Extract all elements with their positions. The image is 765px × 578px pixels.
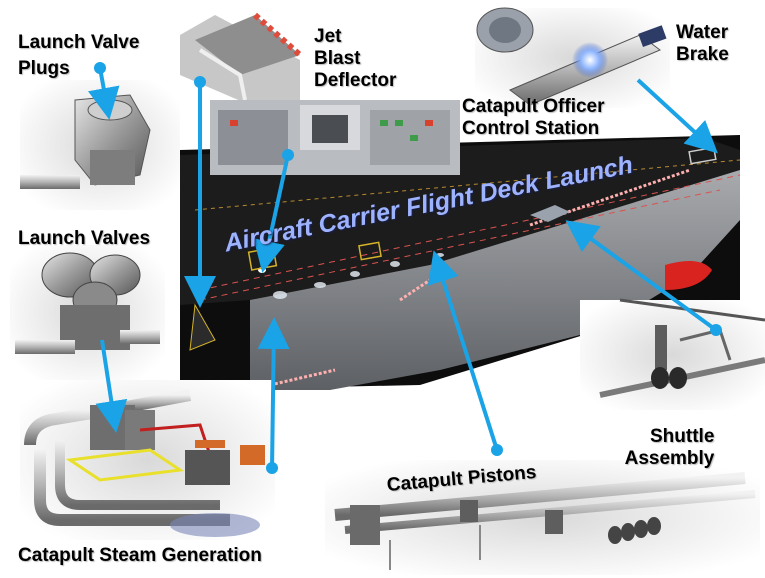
label-line: Brake bbox=[676, 44, 729, 65]
label-line: Control Station bbox=[462, 118, 600, 139]
label-catapult-officer-control-station: Catapult Officer Control Station bbox=[462, 96, 605, 140]
label-catapult-steam-generation: Catapult Steam Generation bbox=[18, 545, 262, 566]
label-line: Blast bbox=[314, 48, 361, 69]
label-line: Catapult Officer bbox=[462, 96, 605, 117]
control-station-image bbox=[210, 100, 460, 175]
jet-blast-deflector-image bbox=[180, 12, 302, 105]
ship-hull bbox=[250, 170, 740, 390]
label-line: Jet bbox=[314, 26, 342, 47]
connector-control-station bbox=[253, 154, 290, 273]
label-line: Assembly bbox=[624, 448, 715, 469]
label-shuttle-assembly: Shuttle Assembly bbox=[625, 426, 715, 470]
steam-generation-image bbox=[20, 380, 275, 540]
water-brake-image bbox=[475, 7, 670, 108]
catapult-pistons-image bbox=[325, 460, 760, 575]
shuttle-assembly-image bbox=[580, 298, 765, 410]
label-line: Plugs bbox=[18, 58, 70, 79]
red-hull bbox=[665, 261, 712, 290]
connector-steam-generation bbox=[257, 317, 290, 469]
label-line: Shuttle bbox=[650, 426, 715, 447]
connector-launch-valves bbox=[95, 339, 128, 433]
label-water-brake: Water Brake bbox=[676, 22, 729, 66]
connector-shuttle bbox=[565, 220, 718, 332]
flight-deck bbox=[180, 138, 740, 305]
connector-catapult-pistons bbox=[428, 250, 499, 451]
launch-valves-image bbox=[10, 245, 165, 380]
carrier-scene bbox=[180, 135, 741, 390]
label-launch-valves: Launch Valves bbox=[18, 228, 151, 249]
label-line: Launch Valve bbox=[18, 32, 140, 53]
label-line: Deflector bbox=[314, 70, 397, 91]
launch-valve-plugs-image bbox=[20, 80, 180, 210]
connector-lines bbox=[87, 62, 722, 474]
label-launch-valve-plugs: Launch Valve Plugs bbox=[18, 32, 139, 80]
connector-launch-valve-plugs bbox=[87, 67, 120, 120]
label-line: Water bbox=[676, 22, 729, 43]
label-jet-blast-deflector: Jet Blast Deflector bbox=[314, 26, 396, 92]
connector-water-brake bbox=[636, 78, 718, 154]
